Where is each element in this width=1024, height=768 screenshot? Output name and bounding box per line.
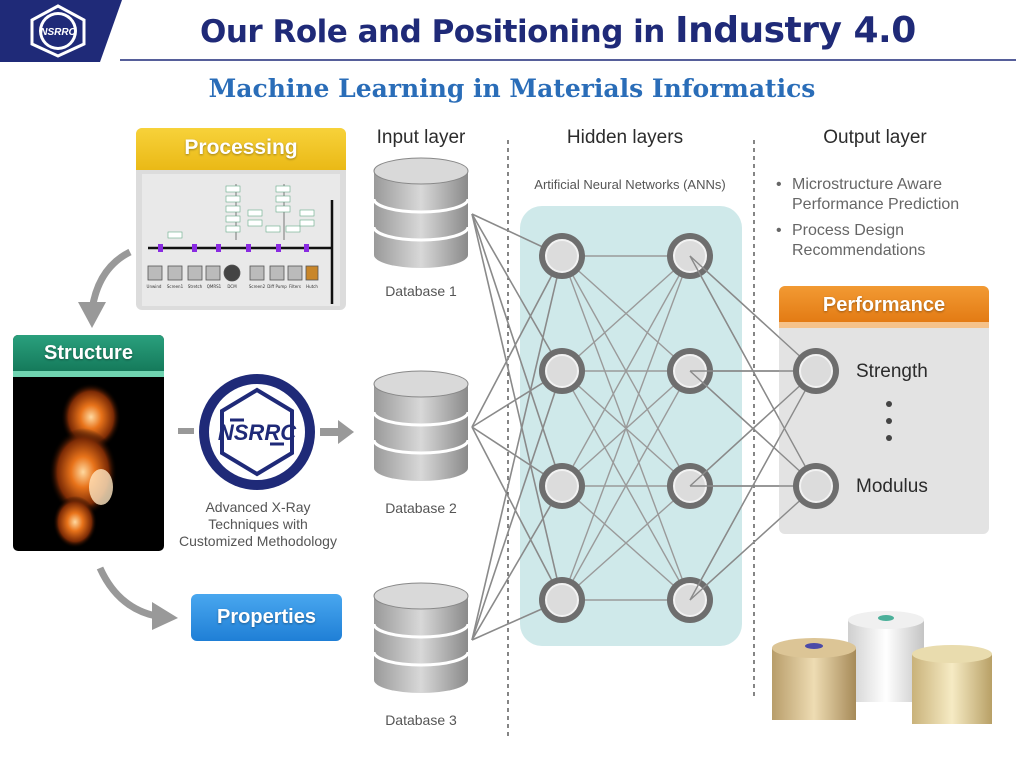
performance-label: Performance (822, 294, 946, 316)
output-bullets: • Microstructure Aware Performance Predi… (776, 175, 1006, 261)
structure-card: Structure (13, 335, 164, 551)
hidden-node-core (673, 469, 707, 503)
output-layer-title: Output layer (823, 127, 927, 148)
bullet-line: Process Design (792, 222, 905, 239)
arrow-structure-properties (96, 566, 178, 630)
output-strength: Strength (856, 361, 928, 382)
database-3-label: Database 3 (385, 712, 457, 728)
arrow-logo-to-database (320, 420, 354, 444)
performance-band (779, 322, 989, 328)
hidden-node-core (545, 354, 579, 388)
header-logo-text: NSRRC (40, 27, 76, 38)
xray-text-line: Advanced X-Ray (205, 499, 311, 515)
step-label: Stretch (188, 284, 203, 289)
database-1-icon (372, 157, 470, 268)
arrow-processing-structure (78, 248, 132, 328)
processing-header: Processing (136, 128, 346, 170)
connection-line (471, 255, 563, 641)
ann-caption: Artificial Neural Networks (ANNs) (534, 177, 726, 192)
connection-line (561, 255, 691, 601)
arrow-structure-to-logo (178, 428, 194, 434)
database-2-label: Database 2 (385, 500, 457, 516)
performance-header: Performance (779, 286, 989, 322)
connection-line (561, 485, 691, 601)
xray-text-line: Techniques with (208, 516, 308, 532)
page-title: Our Role and Positioning in Industry 4.0 (200, 10, 916, 54)
structure-label: Structure (44, 342, 133, 364)
connection-line (471, 255, 563, 428)
page-subtitle: Machine Learning in Materials Informatic… (208, 74, 816, 103)
input-layer-title: Input layer (376, 127, 466, 148)
title-main: Our Role and Positioning in (200, 14, 665, 50)
connection-line (561, 255, 691, 487)
properties-badge: Properties (191, 594, 342, 641)
ellipsis-dots (886, 401, 892, 441)
xray-techniques-text: Advanced X-Ray Techniques with Customize… (165, 499, 351, 550)
hidden-node-core (545, 583, 579, 617)
structure-header: Structure (13, 335, 164, 371)
connection-line (471, 370, 563, 641)
connection-line (471, 485, 563, 641)
connection-line (471, 213, 563, 372)
output-modulus: Modulus (856, 476, 928, 497)
hidden-node-core (545, 239, 579, 273)
connection-line (471, 426, 563, 601)
connection-line (471, 213, 563, 601)
structure-band (13, 371, 164, 377)
step-label: DCM (227, 284, 237, 289)
connection-line (561, 255, 691, 372)
xray-tomography-image (49, 383, 121, 548)
database-1-label: Database 1 (385, 283, 457, 299)
title-industry: Industry 4.0 (675, 10, 916, 51)
bullet-item: • Process Design Recommendations (776, 222, 926, 259)
yarn-spools-image (772, 611, 992, 724)
bullet-line: Recommendations (792, 242, 926, 259)
step-label: Screen2 (249, 284, 266, 289)
hidden-node-core (673, 583, 707, 617)
xray-text-line: Customized Methodology (179, 533, 337, 549)
properties-label: Properties (217, 606, 316, 628)
center-logo-text: NSRRC (218, 420, 297, 445)
nsrrc-center-logo-icon: NSRRC (199, 374, 315, 490)
hidden-node-core (545, 469, 579, 503)
step-label: Filters (289, 284, 301, 289)
connection-line (471, 213, 563, 487)
processing-label: Processing (184, 136, 298, 159)
hidden-layers-title: Hidden layers (566, 127, 684, 148)
bullet-line: Performance Prediction (792, 196, 960, 213)
step-label: Hutch (306, 284, 318, 289)
step-label: QMRS1 (207, 284, 222, 289)
hidden-node-core (673, 354, 707, 388)
step-label: Diff Pump (267, 284, 287, 289)
step-label: Unwind (147, 284, 162, 289)
connection-line (561, 370, 691, 601)
database-2-icon (372, 370, 470, 481)
step-label: Screen1 (167, 284, 184, 289)
hidden-node-core (673, 239, 707, 273)
nsrrc-logo-icon: NSRRC (30, 4, 86, 58)
beamline-schematic: Unwind Screen1 Stretch QMRS1 DCM Screen2… (142, 174, 340, 306)
processing-card: Processing Unwin (136, 128, 346, 310)
bullet-item: • Microstructure Aware Performance Predi… (776, 176, 960, 213)
database-3-icon (372, 582, 470, 693)
bullet-line: Microstructure Aware (792, 176, 942, 193)
